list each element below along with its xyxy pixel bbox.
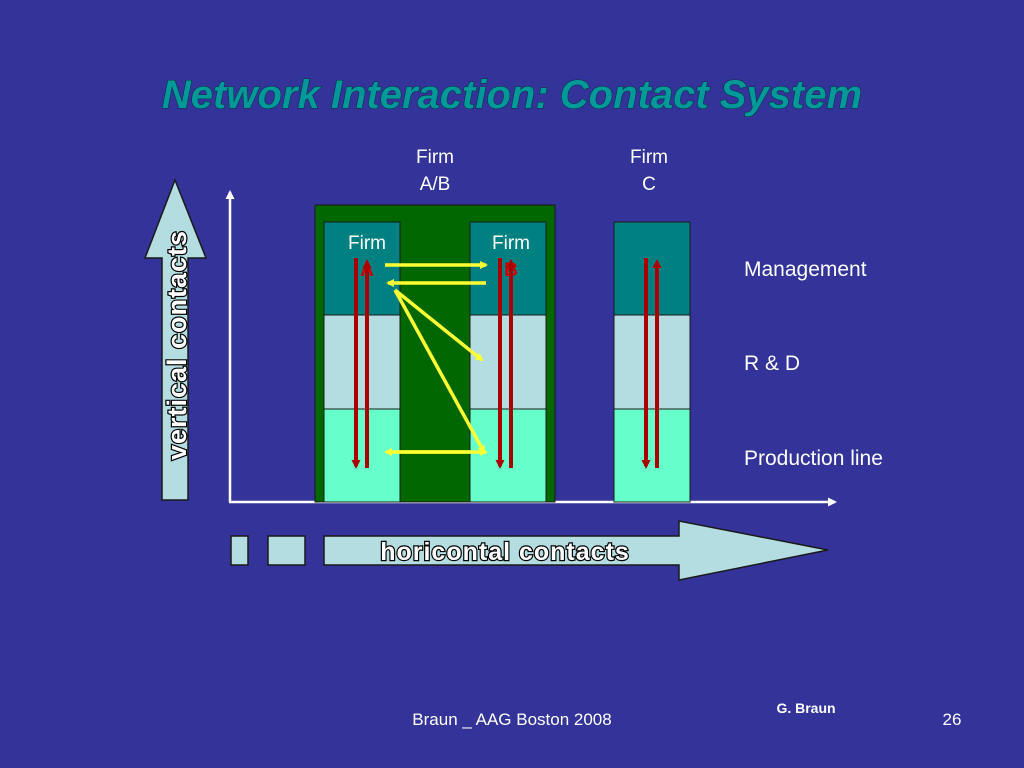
firm-a-label-line1: Firm — [348, 233, 386, 254]
firm-c-column — [613, 221, 691, 503]
horizontal-arrow-tail-segment-1 — [230, 535, 249, 566]
vertical-arrow-shape — [143, 177, 208, 501]
vertical-links — [351, 258, 662, 469]
level-label-production: Production line — [744, 447, 883, 470]
merged-firm-label-line1: Firm — [416, 147, 454, 168]
firm-a-management-cell — [323, 221, 401, 316]
page-number: 26 — [943, 710, 962, 729]
firm-c-production-cell — [613, 408, 691, 503]
footer-center: Braun _ AAG Boston 2008 — [412, 710, 611, 729]
footer-author: G. Braun — [776, 700, 835, 716]
horizontal-arrow-label: horicontal contacts — [380, 538, 630, 566]
firm-c-label-line2: C — [642, 174, 656, 195]
firm-c-label-line1: Firm — [630, 147, 668, 168]
firm-b-label-line1: Firm — [492, 233, 530, 254]
firm-c-management-cell — [613, 221, 691, 316]
horizontal-links — [384, 261, 488, 456]
merged-firm-label-line2: A/B — [420, 174, 451, 195]
slide-title: Network Interaction: Contact System — [162, 73, 862, 117]
horizontal-contacts-arrow: horicontal contacts — [230, 520, 829, 581]
firm-c-rnd-cell — [613, 314, 691, 410]
firm-a-column — [323, 221, 401, 503]
vertical-contacts-arrow: vertical contacts — [143, 177, 208, 501]
level-label-rnd: R & D — [744, 352, 800, 375]
level-label-management: Management — [744, 258, 867, 281]
firm-a-production-cell — [323, 408, 401, 503]
vertical-arrow-label: vertical contacts — [162, 230, 192, 460]
a-management-to-b-production-link — [393, 289, 486, 454]
firm-b-production-cell — [469, 408, 547, 503]
a-management-to-b-rnd-link — [393, 288, 484, 362]
firm-a-rnd-cell — [323, 314, 401, 410]
firm-b-column — [469, 221, 547, 503]
horizontal-arrow-tail-segment-2 — [267, 535, 306, 566]
firm-b-rnd-cell — [469, 314, 547, 410]
horizontal-arrow-shape — [323, 520, 829, 581]
